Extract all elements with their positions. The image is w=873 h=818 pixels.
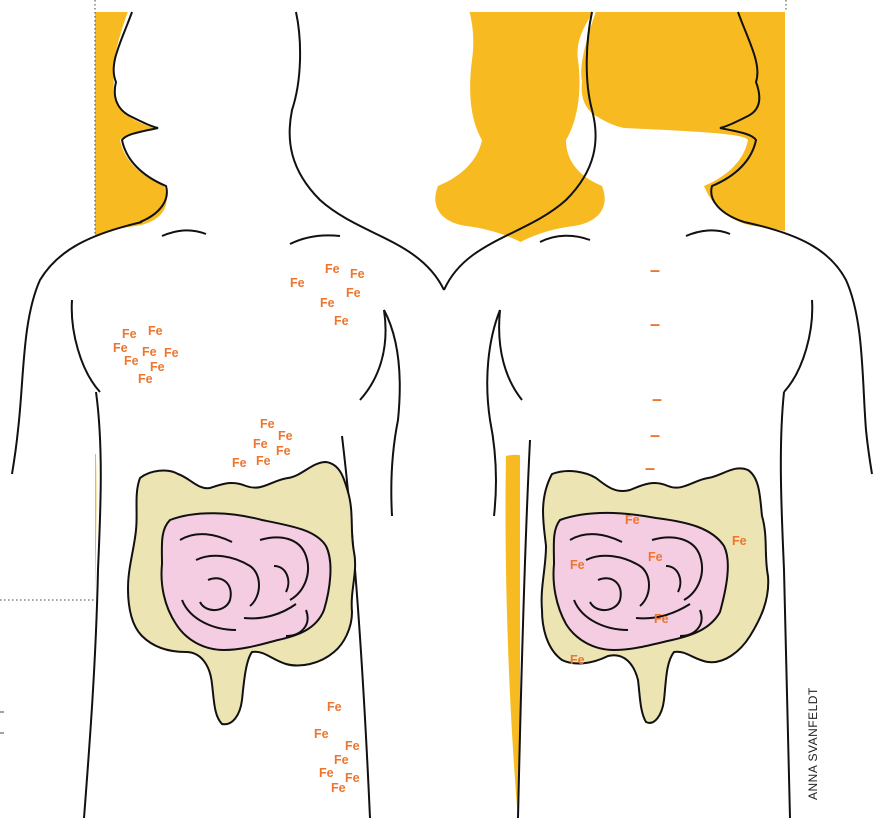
iron-marker: Fe xyxy=(325,262,340,276)
negative-marker: – xyxy=(650,260,660,280)
iron-marker: Fe xyxy=(148,324,163,338)
negative-marker: – xyxy=(650,314,660,334)
iron-marker: Fe xyxy=(253,437,268,451)
iron-marker: Fe xyxy=(331,781,346,795)
iron-marker: Fe xyxy=(319,766,334,780)
iron-marker: Fe xyxy=(164,346,179,360)
iron-marker: Fe xyxy=(276,444,291,458)
iron-marker: Fe xyxy=(138,372,153,386)
iron-marker: Fe xyxy=(327,700,342,714)
iron-marker: Fe xyxy=(113,341,128,355)
iron-marker: Fe xyxy=(314,727,329,741)
illustrator-credit: ANNA SVANFELDT xyxy=(806,687,820,800)
iron-marker: Fe xyxy=(345,739,360,753)
negative-marker: – xyxy=(650,425,660,445)
iron-marker: Fe xyxy=(570,558,585,572)
iron-marker: Fe xyxy=(570,653,585,667)
iron-marker: Fe xyxy=(654,612,669,626)
negative-marker: – xyxy=(652,389,662,409)
iron-marker: Fe xyxy=(625,513,640,527)
iron-marker: Fe xyxy=(122,327,137,341)
iron-marker: Fe xyxy=(350,267,365,281)
iron-marker: Fe xyxy=(334,753,349,767)
iron-marker: Fe xyxy=(346,286,361,300)
iron-marker: Fe xyxy=(124,354,139,368)
iron-marker: Fe xyxy=(142,345,157,359)
right-small-intestine xyxy=(554,513,728,650)
iron-marker: Fe xyxy=(345,771,360,785)
iron-marker: Fe xyxy=(256,454,271,468)
iron-marker: Fe xyxy=(320,296,335,310)
iron-marker: Fe xyxy=(290,276,305,290)
iron-marker: Fe xyxy=(648,550,663,564)
iron-marker: Fe xyxy=(334,314,349,328)
iron-marker: Fe xyxy=(232,456,247,470)
iron-marker: Fe xyxy=(278,429,293,443)
iron-marker: Fe xyxy=(732,534,747,548)
iron-marker: Fe xyxy=(260,417,275,431)
negative-marker: – xyxy=(645,458,655,478)
